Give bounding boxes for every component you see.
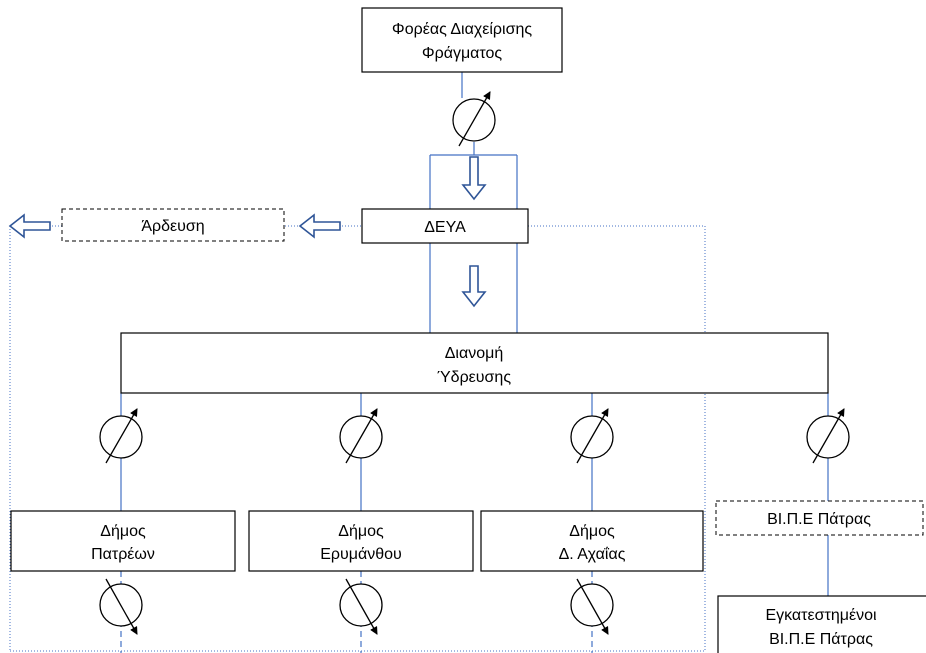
irrigation-label: Άρδευση: [141, 218, 204, 235]
patras-line1: Δήμος: [100, 523, 146, 540]
deya-label: ΔΕΥΑ: [424, 219, 466, 236]
flow-meter-icon: [806, 408, 850, 464]
achaia-line1: Δήμος: [569, 523, 615, 540]
flow-meter-icon: [452, 91, 496, 147]
flow-meter-icon: [99, 408, 143, 464]
erymanthos-line1: Δήμος: [338, 523, 384, 540]
dam-operator-line1: Φορέας Διαχείρισης: [392, 21, 532, 38]
flow-meter-icon: [339, 408, 383, 464]
hollow-flow-arrow-icon: [461, 156, 487, 201]
vipe-patras-label: ΒΙ.Π.Ε Πάτρας: [767, 511, 871, 528]
hollow-flow-arrow-icon: [8, 213, 51, 239]
flow-meter-icon: [339, 578, 383, 635]
distribution-line1: Διανομή: [445, 345, 504, 362]
irrigation-box: Άρδευση: [61, 208, 285, 242]
vipe-patras-box: ΒΙ.Π.Ε Πάτρας: [715, 500, 924, 536]
installed-vipe-box: Εγκατεστημένοι ΒΙ.Π.Ε Πάτρας: [717, 595, 926, 653]
water-distribution-box: Διανομή Ύδρευσης: [120, 332, 829, 394]
installed-vipe-line1: Εγκατεστημένοι: [765, 607, 877, 624]
hollow-flow-arrow-icon: [461, 265, 487, 308]
erymanthos-line2: Ερυμάνθου: [320, 546, 402, 563]
distribution-line2: Ύδρευσης: [437, 369, 511, 386]
deya-box: ΔΕΥΑ: [361, 208, 529, 244]
patras-line2: Πατρέων: [91, 546, 155, 563]
municipality-erymanthos-box: Δήμος Ερυμάνθου: [248, 510, 474, 572]
achaia-line2: Δ. Αχαΐας: [559, 546, 626, 563]
flow-meter-icon: [99, 578, 143, 635]
dam-operator-line2: Φράγματος: [422, 45, 503, 62]
hollow-flow-arrow-icon: [298, 213, 341, 239]
flow-meter-icon: [570, 578, 614, 635]
flow-meter-icon: [570, 408, 614, 464]
dotted-return-lines: [9, 225, 706, 652]
dam-operator-box: Φορέας Διαχείρισης Φράγματος: [361, 7, 563, 73]
installed-vipe-line2: ΒΙ.Π.Ε Πάτρας: [769, 631, 873, 648]
municipality-patras-box: Δήμος Πατρέων: [10, 510, 236, 572]
municipality-west-achaia-box: Δήμος Δ. Αχαΐας: [480, 510, 704, 572]
